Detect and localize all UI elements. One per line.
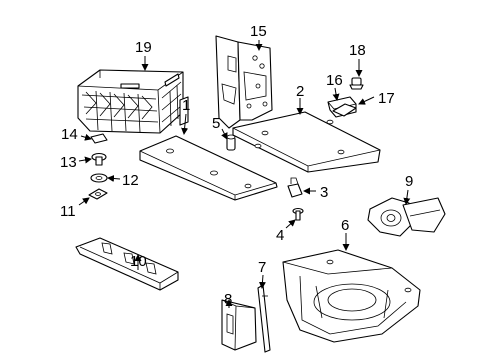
part-17-cover (332, 103, 357, 117)
callout-labels: 19 15 18 16 17 1 2 5 14 13 12 11 3 4 9 1… (60, 23, 413, 308)
part-4-bolt (292, 207, 304, 221)
part-10-rail (75, 237, 179, 291)
callout-17: 17 (378, 90, 395, 107)
callout-16: 16 (326, 72, 343, 89)
callout-4: 4 (276, 227, 284, 244)
callout-10: 10 (130, 253, 147, 270)
callout-8: 8 (224, 291, 232, 308)
callout-7: 7 (258, 259, 266, 276)
callout-6: 6 (341, 217, 349, 234)
part-11-nut (88, 188, 108, 200)
callout-5: 5 (212, 115, 220, 132)
part-9-holder (367, 197, 446, 237)
callout-9: 9 (405, 173, 413, 190)
leader-lines (78, 40, 411, 308)
part-12-washer (90, 173, 108, 183)
callout-14: 14 (61, 126, 78, 143)
callout-15: 15 (250, 23, 267, 40)
part-1-left-floor-panel (139, 135, 278, 201)
callout-12: 12 (122, 172, 139, 189)
part-14-cap (90, 133, 108, 144)
part-19-storage-crate (77, 69, 189, 134)
part-3-bracket (287, 177, 303, 198)
part-7-panel-strip (257, 284, 271, 353)
part-13-screw (91, 152, 107, 166)
part-8-module (221, 299, 257, 351)
callout-1: 1 (182, 97, 190, 114)
part-18-clip (349, 77, 364, 90)
callout-18: 18 (349, 42, 366, 59)
part-5-plug (226, 134, 236, 151)
part-15-vertical-trim (215, 35, 273, 129)
callout-3: 3 (320, 184, 328, 201)
callout-19: 19 (135, 39, 152, 56)
part-2-right-floor-panel (232, 111, 381, 173)
callout-2: 2 (296, 83, 304, 100)
callout-11: 11 (60, 203, 76, 220)
callout-13: 13 (60, 154, 77, 171)
part-6-spare-wheel-well (282, 249, 421, 343)
